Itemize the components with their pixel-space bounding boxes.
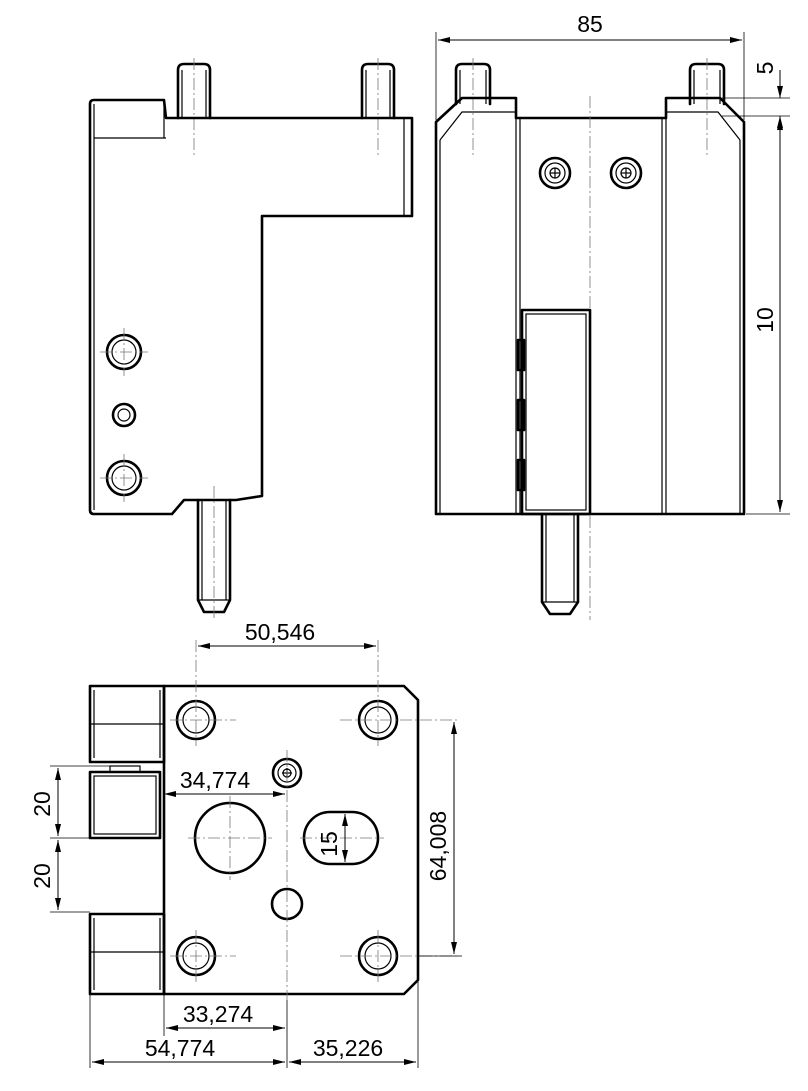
side-view-body-outline [88,98,414,516]
dim-label-33-274: 33,274 [183,1001,254,1027]
dim-label-85: 85 [577,11,603,37]
front-view-top-pin-left [454,58,492,156]
top-view-block-middle [88,765,162,840]
top-view-hole-top-left [170,640,236,746]
side-view-hole-bottom [100,454,148,502]
dim-offset-34-774: 34,774 [164,767,285,797]
dim-label-34-774: 34,774 [180,767,251,793]
dim-label-15: 15 [316,831,342,857]
front-view-insert [516,308,592,516]
top-view-block-lower [88,912,166,996]
dim-label-50-546: 50,546 [245,619,315,645]
top-view-hole-bottom-left [170,930,236,982]
dim-label-64-008: 64,008 [425,811,451,881]
top-view-hole-top-right [340,640,460,746]
top-view-slot [300,810,384,866]
top-view: 50,546 34,774 64,008 15 20 20 [29,619,462,1068]
side-view-top-pin-right [360,58,396,156]
dim-label-20-top: 20 [29,791,55,817]
side-view [88,58,414,620]
dim-pitch-20: 20 20 [29,765,110,913]
front-view-screw-right [609,156,643,190]
front-view-bottom-pin [540,512,580,616]
front-view-screw-left [538,156,572,190]
dim-height-64-008: 64,008 [418,722,462,957]
top-view-plate-outline [162,684,420,996]
dim-label-10: 10 [752,307,778,333]
side-view-top-pin-left [176,58,212,156]
side-view-bottom-pin [196,486,232,620]
top-view-main-bore [188,796,272,880]
dim-height-10: 10 [746,118,790,515]
dim-offset-54-774-35-226: 54,774 35,226 [89,980,419,1068]
dim-label-35-226: 35,226 [313,1035,383,1061]
dim-label-54-774: 54,774 [145,1035,216,1061]
dim-label-20-bottom: 20 [29,863,55,889]
dim-offset-33-274: 33,274 [163,994,285,1036]
side-view-hole-top [100,328,148,376]
dim-slot-15: 15 [316,814,348,862]
top-view-block-upper [88,684,166,764]
dim-spacing-50-546: 50,546 [198,619,376,649]
dim-label-5: 5 [752,62,778,75]
front-view-top-pin-right [688,58,726,156]
side-view-hole-small [111,402,137,428]
dim-offset-5: 5 [722,62,790,140]
front-view: 85 5 10 [434,11,790,620]
dim-width-85: 85 [435,11,745,120]
